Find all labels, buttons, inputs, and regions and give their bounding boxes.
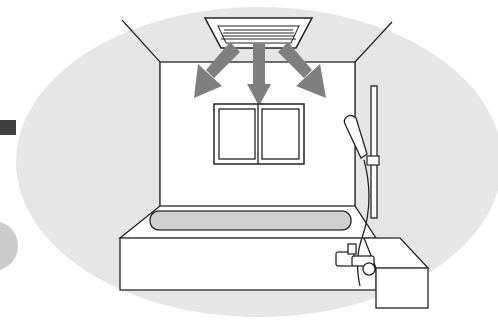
bathtub [120,206,376,290]
window-pane-right [262,109,299,159]
window-pane-left [219,109,255,159]
shower-bar [371,86,377,218]
tub-basin [150,211,351,230]
side-tab [0,120,16,135]
shower-bracket [367,156,379,165]
window [214,104,304,164]
side-circle [0,222,18,270]
ventilation-fan [205,18,312,48]
